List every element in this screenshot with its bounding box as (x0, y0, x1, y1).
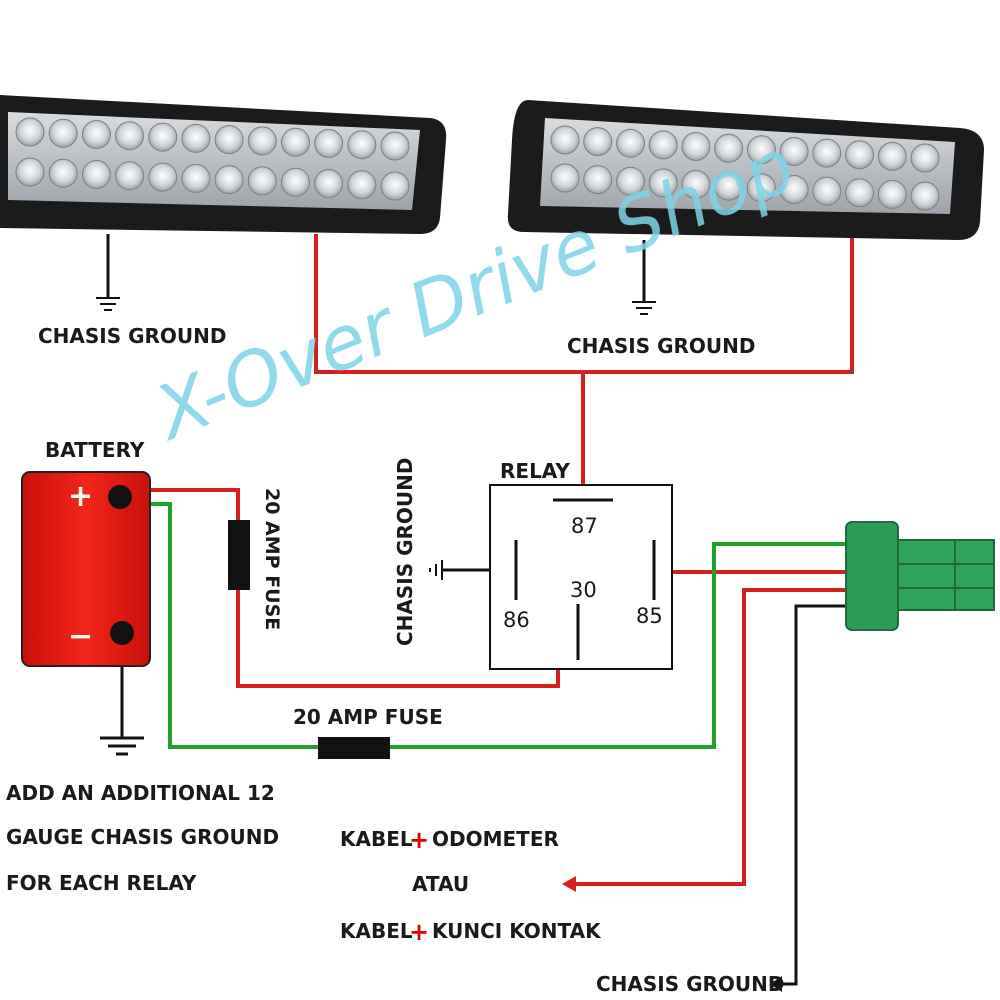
relay-pin-30: 30 (570, 578, 597, 602)
note-line-2: GAUGE CHASIS GROUND (6, 825, 279, 849)
led-dot (380, 171, 410, 201)
fuse-vertical (228, 520, 250, 590)
arrow-head-odometer (562, 876, 576, 892)
led-dot (812, 176, 842, 206)
led-dot (15, 157, 45, 187)
note-line-1: ADD AN ADDITIONAL 12 (6, 781, 275, 805)
ground-symbol-battery (100, 736, 144, 756)
led-dot (81, 160, 111, 189)
light-bar-right (507, 100, 984, 240)
chasis-ground-bottom-label: CHASIS GROUND (596, 972, 785, 996)
led-dot (48, 158, 78, 188)
led-dot (681, 132, 711, 161)
led-dot (746, 135, 776, 165)
fuse-vertical-label: 20 AMP FUSE (261, 488, 283, 630)
battery-positive-terminal (108, 485, 132, 509)
relay (489, 484, 673, 670)
fuse-horizontal-label: 20 AMP FUSE (293, 705, 443, 729)
led-dot (616, 166, 645, 196)
led-array-right (550, 125, 940, 211)
arrow-head-bottom (770, 976, 782, 992)
led-dot (877, 179, 907, 209)
chasis-ground-relay-label: CHASIS GROUND (393, 457, 417, 646)
switch-connector (845, 521, 995, 631)
led-dot (550, 125, 580, 155)
led-dot (247, 166, 277, 196)
light-bar-left (0, 95, 447, 234)
led-dot (15, 117, 45, 147)
relay-label: RELAY (500, 459, 570, 483)
chasis-ground-left-label: CHASIS GROUND (38, 324, 227, 348)
kabel-kunci-label-a: KABEL (340, 919, 413, 943)
led-dot (845, 178, 874, 208)
chasis-ground-right-label: CHASIS GROUND (567, 334, 756, 358)
kabel-odometer-label-b: ODOMETER (432, 827, 559, 851)
kabel-kunci-plus: + (409, 918, 429, 946)
led-dot (148, 162, 178, 192)
led-dot (247, 126, 277, 156)
led-dot (380, 131, 410, 161)
led-dot (583, 127, 613, 157)
led-dot (115, 161, 144, 191)
led-dot (714, 171, 744, 201)
ground-symbol-left (96, 297, 120, 311)
led-dot (779, 137, 809, 166)
led-dot (115, 121, 144, 151)
led-dot (214, 125, 244, 155)
led-dot (714, 133, 744, 163)
led-dot (779, 175, 809, 204)
led-array-left (15, 117, 410, 201)
led-dot (648, 168, 678, 198)
relay-pin-86: 86 (503, 608, 530, 632)
battery-negative-terminal (110, 621, 134, 645)
led-dot (910, 181, 940, 211)
led-dot (281, 127, 310, 157)
led-dot (347, 130, 377, 160)
led-dot (347, 170, 377, 200)
led-dot (812, 138, 842, 168)
led-dot (214, 165, 244, 195)
led-dot (877, 141, 907, 171)
led-dot (648, 130, 678, 160)
led-dot (81, 120, 111, 149)
led-dot (314, 169, 344, 198)
battery-label: BATTERY (45, 438, 145, 462)
led-dot (314, 129, 344, 158)
led-dot (148, 122, 178, 152)
led-dot (48, 118, 78, 148)
led-dot (746, 173, 776, 203)
led-dot (845, 140, 874, 170)
led-dot (181, 123, 211, 153)
kabel-kunci-label-b: KUNCI KONTAK (432, 919, 602, 943)
kabel-odometer-plus: + (409, 826, 429, 854)
led-dot (681, 170, 711, 199)
led-dot (281, 167, 310, 197)
fuse-horizontal (318, 737, 390, 759)
led-dot (181, 163, 211, 193)
note-line-3: FOR EACH RELAY (6, 871, 197, 895)
atau-label: ATAU (412, 872, 469, 896)
ground-symbol-right (632, 301, 656, 315)
relay-pin-87: 87 (571, 514, 598, 538)
led-dot (583, 165, 613, 195)
led-dot (550, 163, 580, 193)
battery-minus-sign: − (68, 619, 93, 654)
relay-pin-85: 85 (636, 604, 663, 628)
battery-plus-sign: + (68, 479, 93, 514)
led-dot (616, 128, 645, 158)
kabel-odometer-label-a: KABEL (340, 827, 413, 851)
ground-symbol-relay (429, 560, 443, 580)
battery: + − (21, 471, 151, 667)
led-dot (910, 143, 940, 173)
